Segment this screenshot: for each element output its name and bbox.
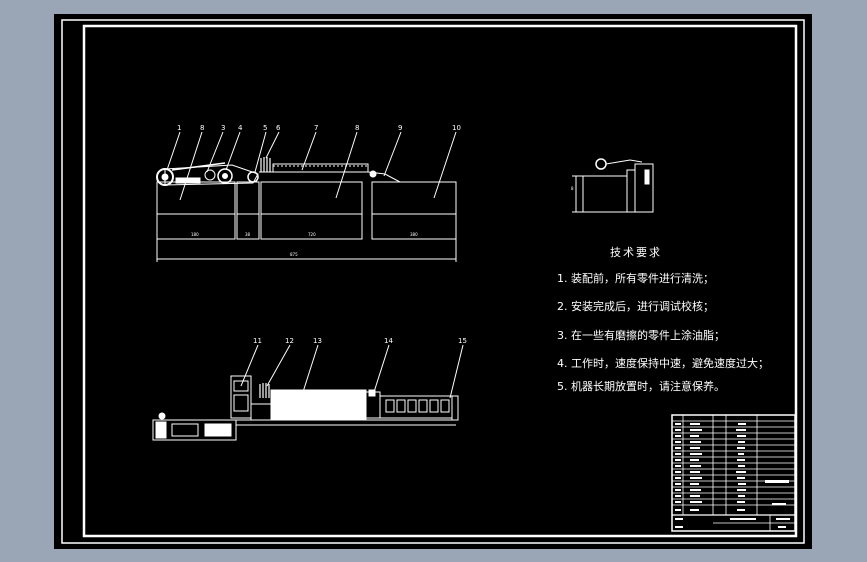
part-label: 14 [384,337,393,345]
part-label: 15 [458,337,467,345]
leader-6 [265,131,280,159]
slat [440,399,450,413]
dim-text: 875 [290,252,298,257]
part-label: 9 [398,124,402,132]
dim-text: 380 [410,232,418,237]
slat [429,399,439,413]
dim-text: 38 [245,232,251,237]
gear-4 [217,168,233,184]
spring-12 [259,383,270,398]
spring-6 [260,157,271,172]
drive-pulley [158,412,166,420]
leader-12 [266,344,291,387]
dim-box-3 [260,213,363,240]
leader-13 [302,344,319,393]
slat [385,399,395,413]
hopper-11 [230,375,252,419]
title-block [671,414,796,532]
dimension-labels: 180 38 720 380 875 [191,232,418,257]
side-dim-text: 8 [571,186,574,191]
roller-5 [247,171,259,183]
part-label: 10 [452,124,461,132]
dim-box-1 [156,213,236,240]
belt-upper [171,162,226,171]
leader-15 [449,344,464,399]
part-label: 5 [263,124,267,132]
requirements-title: 技术要求 [610,246,662,259]
leader-1 [166,131,181,171]
side-view [572,158,654,213]
gear-4-hub [222,173,228,179]
joint-bolt [368,389,376,397]
drawing-sheet [54,14,812,549]
side-arm [605,159,643,165]
part-label: 12 [285,337,294,345]
end-plate [451,395,459,421]
leader-7 [301,131,317,171]
drive-gearbox [171,423,199,437]
leader-3 [206,131,224,173]
top-view-labels: 1 8 3 4 5 6 7 8 9 10 [177,124,461,132]
side-slot [644,169,650,185]
drive-unit [152,419,237,441]
leader-14 [373,344,390,393]
dim-box-2 [236,213,260,240]
requirement-item: 1. 装配前，所有零件进行清洗； [557,272,714,285]
part-label: 11 [253,337,262,345]
bottom-view-assembly [152,344,464,441]
hopper-window-bottom [233,394,249,412]
title-block-text-marks [675,423,790,528]
slat [407,399,417,413]
outer-border [61,19,805,544]
dim-text: 720 [308,232,316,237]
requirement-item: 3. 在一些有磨擦的零件上涂油脂； [557,329,725,342]
leader-8a [179,131,203,201]
gear-3 [204,169,216,181]
top-view-assembly [156,131,457,262]
leader-11 [240,344,259,387]
drive-coupling [204,423,232,437]
part-label: 13 [313,337,322,345]
requirement-item: 2. 安装完成后，进行调试校核； [557,300,714,313]
leader-5 [254,131,267,173]
requirement-item: 4. 工作时，速度保持中速，避免速度过大； [557,357,769,370]
title-block-frame [671,414,796,532]
part-label: 6 [276,124,281,132]
slat [418,399,428,413]
requirement-item: 5. 机器长期放置时，请注意保养。 [557,380,725,393]
part-label: 8 [200,124,204,132]
inner-border [82,24,798,538]
leader-8b [335,131,358,199]
dim-text: 180 [191,232,199,237]
belt-section [164,164,259,186]
part-label: 4 [238,124,243,132]
part-label: 1 [177,124,181,132]
link-bar [175,177,201,184]
part-label: 3 [221,124,225,132]
bottom-view-labels: 11 12 13 14 15 [253,337,467,345]
part-label: 7 [314,124,318,132]
drive-motor [155,421,167,439]
leader-9 [383,131,402,177]
leader-10 [433,131,457,199]
leader-4 [225,131,241,171]
side-frame [634,163,654,213]
part-label: 8 [355,124,359,132]
conveyor-body-13 [270,389,367,421]
hopper-window-top [233,380,249,392]
slat [396,399,406,413]
dim-box-4 [371,213,457,240]
